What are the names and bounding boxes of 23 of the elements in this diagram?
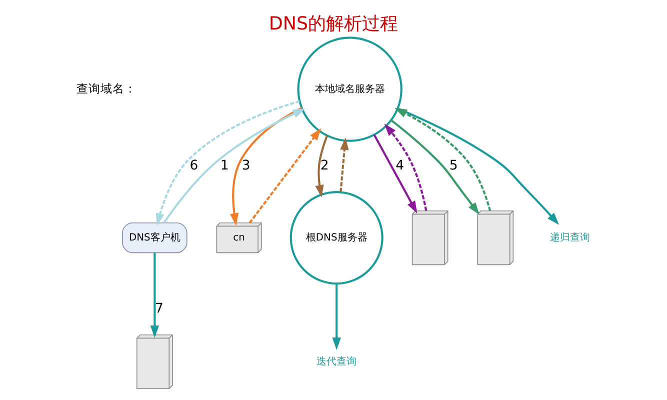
arrow	[340, 138, 349, 192]
node-box: DNS客户机	[122, 222, 188, 254]
edge-label: 1	[220, 158, 229, 174]
edge-label: 6	[190, 158, 198, 174]
diagram-title: DNS的解析过程	[268, 13, 398, 34]
node-text: 递归查询	[550, 232, 590, 244]
arrow	[315, 135, 328, 198]
node-text: 迭代查询	[316, 356, 357, 368]
edge-label: 2	[320, 158, 329, 174]
arrow	[150, 252, 160, 338]
arrow	[384, 124, 428, 211]
label: 查询域名：	[76, 81, 137, 96]
arrow	[248, 128, 322, 224]
arrow	[394, 108, 492, 212]
edge-label: 4	[396, 158, 404, 174]
arrow	[397, 107, 560, 225]
edge-label: 5	[449, 158, 458, 174]
arrow	[332, 284, 341, 350]
node-circle: 根DNS服务器	[290, 191, 384, 285]
arrow	[163, 108, 306, 224]
arrow	[373, 134, 418, 214]
edge-label: 3	[242, 158, 250, 174]
edge-label: 7	[155, 301, 164, 316]
